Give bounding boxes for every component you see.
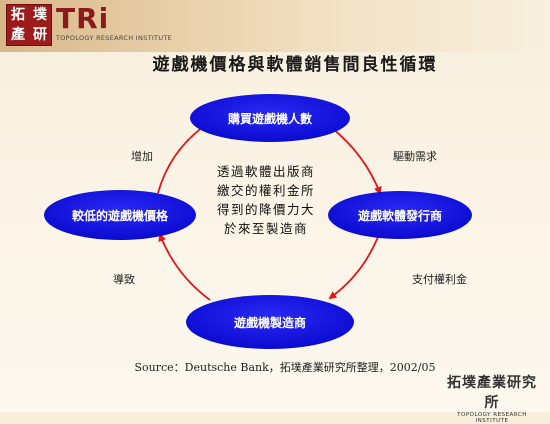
cycle-diagram [44,94,472,349]
source-citation: Source：Deutsche Bank，拓墣產業研究所整理，2002/05 [134,361,436,374]
logo-char: 墣 [33,7,47,23]
node-left [44,190,196,240]
footer-logo-name: 拓墣產業研究所 [447,375,537,411]
node-left-label: 較低的遊戲機價格 [71,209,168,223]
edge-label-bottom-left: 導致 [113,273,135,286]
arrow-top-to-right [331,127,382,195]
node-top [190,94,350,142]
logo-brand: TRi [56,2,110,35]
footer-logo-tagline: TOPOLOGY RESEARCH INSTITUTE [457,412,527,424]
logo-tagline: TOPOLOGY RESEARCH INSTITUTE [56,34,173,42]
node-bottom [186,295,354,349]
logo-mark: 拓 墣 產 研 [6,4,52,46]
arrow-bottom-to-left [158,233,211,301]
node-bottom-label: 遊戲機製造商 [233,316,306,330]
footer-logo: 拓墣產業研究所 TOPOLOGY RESEARCH INSTITUTE [440,372,544,424]
arrow-right-to-bottom [328,236,379,300]
logo-char: 拓 [11,7,25,23]
edge-label-left-top: 增加 [131,150,153,163]
node-right [328,191,472,239]
center-note: 透過軟體出版商繳交的權利金所得到的降價力大於來至製造商 [216,164,315,236]
edge-label-right-bottom: 支付權利金 [412,273,467,286]
logo-char: 產 [11,27,25,43]
arrow-left-to-top [157,122,209,194]
brand-logo: 拓 墣 產 研 TRi TOPOLOGY RESEARCH INSTITUTE [6,2,172,46]
slide-title: 遊戲機價格與軟體銷售間良性循環 [152,55,438,75]
edge-label-top-right: 驅動需求 [393,150,437,163]
node-top-label: 購買遊戲機人數 [227,112,312,126]
header-band [0,0,550,52]
node-right-label: 遊戲軟體發行商 [357,209,442,223]
logo-char: 研 [33,27,47,43]
